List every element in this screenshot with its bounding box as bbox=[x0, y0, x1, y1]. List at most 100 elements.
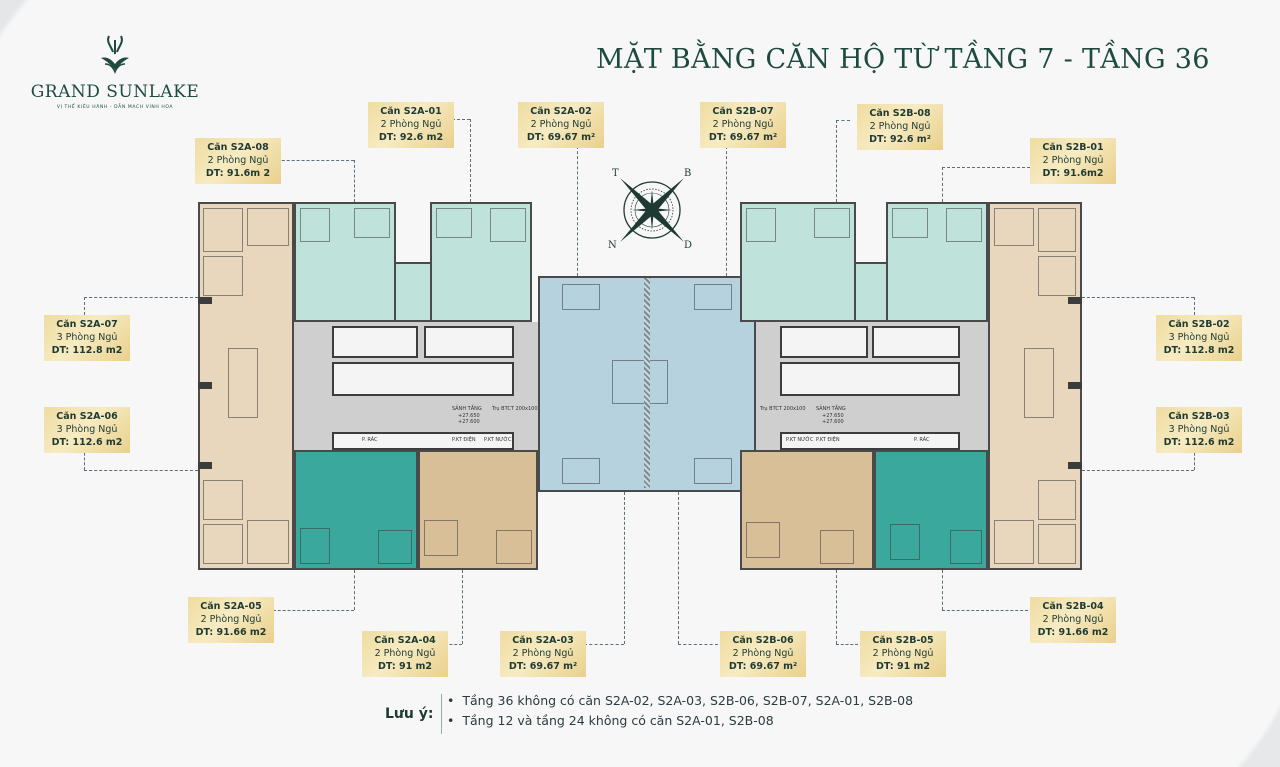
bedroom bbox=[354, 208, 390, 238]
unit-label-S2A-03[interactable]: Căn S2A-03 2 Phòng Ngủ DT: 69.67 m² bbox=[500, 631, 586, 677]
notes-divider bbox=[441, 694, 442, 734]
svg-text:B: B bbox=[684, 168, 691, 179]
unit-S2A-02-left[interactable] bbox=[430, 202, 532, 322]
bedroom bbox=[203, 480, 243, 520]
unit-S2B-07-right[interactable] bbox=[740, 202, 856, 322]
unit-code: Căn S2A-04 bbox=[374, 635, 436, 646]
unit-rooms: 2 Phòng Ngủ bbox=[872, 648, 934, 659]
unit-area: DT: 92.6 m2 bbox=[378, 132, 444, 143]
unit-area: DT: 92.6 m² bbox=[869, 134, 931, 145]
bedroom bbox=[203, 256, 243, 296]
unit-code: Căn S2A-05 bbox=[200, 601, 262, 612]
bedroom bbox=[203, 208, 243, 252]
unit-label-S2A-01[interactable]: Căn S2A-01 2 Phòng Ngủ DT: 92.6 m2 bbox=[368, 102, 454, 148]
unit-area: DT: 69.67 m² bbox=[508, 661, 578, 672]
unit-code: Căn S2A-06 bbox=[56, 411, 118, 422]
unit-S2B-08-ext bbox=[856, 262, 886, 322]
unit-label-S2B-04[interactable]: Căn S2B-04 2 Phòng Ngủ DT: 91.66 m2 bbox=[1030, 597, 1116, 643]
electric-room-label: P.KT ĐIỆN bbox=[816, 437, 840, 443]
unit-label-S2A-07[interactable]: Căn S2A-07 3 Phòng Ngủ DT: 112.8 m2 bbox=[44, 315, 130, 361]
unit-rooms: 2 Phòng Ngủ bbox=[1042, 614, 1104, 625]
unit-area: DT: 69.67 m² bbox=[526, 132, 596, 143]
level-mark: +27.600 bbox=[822, 419, 844, 425]
bedroom bbox=[1038, 480, 1076, 520]
trash-room-label: P. RÁC bbox=[362, 437, 378, 443]
trash-room-label: P. RÁC bbox=[914, 437, 930, 443]
lobby-label: SẢNH TẦNG bbox=[816, 406, 846, 412]
unit-rooms: 2 Phòng Ngủ bbox=[869, 121, 931, 132]
bedroom bbox=[490, 208, 526, 242]
unit-rooms: 2 Phòng Ngủ bbox=[200, 614, 262, 625]
lobby-label: SẢNH TẦNG bbox=[452, 406, 482, 412]
unit-area: DT: 112.6 m2 bbox=[1163, 437, 1235, 448]
bedroom bbox=[746, 208, 776, 242]
unit-label-S2A-04[interactable]: Căn S2A-04 2 Phòng Ngủ DT: 91 m2 bbox=[362, 631, 448, 677]
bedroom bbox=[746, 522, 780, 558]
unit-S2B-06-right[interactable] bbox=[740, 450, 874, 570]
stair bbox=[332, 326, 418, 358]
unit-label-S2A-05[interactable]: Căn S2A-05 2 Phòng Ngủ DT: 91.66 m2 bbox=[188, 597, 274, 643]
bedroom bbox=[1038, 256, 1076, 296]
note-item: Tầng 12 và tầng 24 không có căn S2A-01, … bbox=[447, 712, 1007, 732]
technical-rooms bbox=[332, 432, 514, 450]
column-note: Trụ BTCT 200x100 bbox=[760, 406, 806, 412]
unit-S2A-04[interactable] bbox=[418, 450, 538, 570]
unit-area: DT: 112.8 m2 bbox=[51, 345, 123, 356]
unit-label-S2B-06[interactable]: Căn S2B-06 2 Phòng Ngủ DT: 69.67 m² bbox=[720, 631, 806, 677]
unit-label-S2B-05[interactable]: Căn S2B-05 2 Phòng Ngủ DT: 91 m2 bbox=[860, 631, 946, 677]
unit-code: Căn S2A-03 bbox=[512, 635, 574, 646]
bedroom bbox=[378, 530, 412, 564]
notes-label: Lưu ý: bbox=[385, 706, 434, 722]
bathroom-core bbox=[228, 348, 258, 418]
unit-label-S2B-01[interactable]: Căn S2B-01 2 Phòng Ngủ DT: 91.6m2 bbox=[1030, 138, 1116, 184]
bedroom bbox=[994, 520, 1034, 564]
electric-room-label: P.KT ĐIỆN bbox=[452, 437, 476, 443]
unit-area: DT: 91 m2 bbox=[378, 661, 432, 672]
unit-rooms: 3 Phòng Ngủ bbox=[56, 332, 118, 343]
unit-rooms: 2 Phòng Ngủ bbox=[1042, 155, 1104, 166]
unit-label-S2B-02[interactable]: Căn S2B-02 3 Phòng Ngủ DT: 112.8 m2 bbox=[1156, 315, 1242, 361]
unit-S2A-05[interactable] bbox=[294, 450, 418, 570]
unit-rooms: 3 Phòng Ngủ bbox=[56, 424, 118, 435]
unit-area: DT: 112.6 m2 bbox=[51, 437, 123, 448]
unit-S2B-08[interactable] bbox=[886, 202, 988, 322]
unit-area: DT: 91 m2 bbox=[876, 661, 930, 672]
water-room-label: P.KT NƯỚC bbox=[786, 437, 814, 443]
unit-rooms: 2 Phòng Ngủ bbox=[380, 119, 442, 130]
unit-S2B-05[interactable] bbox=[874, 450, 988, 570]
bedroom bbox=[247, 520, 289, 564]
level-mark: +27.600 bbox=[458, 419, 480, 425]
column-note: Trụ BTCT 200x100 bbox=[492, 406, 538, 412]
unit-label-S2A-06[interactable]: Căn S2A-06 3 Phòng Ngủ DT: 112.6 m2 bbox=[44, 407, 130, 453]
brand-tagline: VỊ THẾ KIÊU HÃNH - DẪN MẠCH VINH HOA bbox=[56, 105, 174, 110]
bedroom bbox=[562, 458, 600, 484]
bedroom bbox=[820, 530, 854, 564]
bedroom bbox=[946, 208, 982, 242]
level-mark: +27.650 bbox=[822, 413, 844, 419]
unit-label-S2A-02[interactable]: Căn S2A-02 2 Phòng Ngủ DT: 69.67 m² bbox=[518, 102, 604, 148]
unit-code: Căn S2B-03 bbox=[1168, 411, 1230, 422]
unit-rooms: 2 Phòng Ngủ bbox=[207, 155, 269, 166]
bedroom bbox=[300, 208, 330, 242]
unit-code: Căn S2B-07 bbox=[712, 106, 774, 117]
bedroom bbox=[424, 520, 458, 556]
unit-area: DT: 91.66 m2 bbox=[1037, 627, 1109, 638]
unit-label-S2B-08[interactable]: Căn S2B-08 2 Phòng Ngủ DT: 92.6 m² bbox=[857, 104, 943, 150]
bedroom bbox=[496, 530, 532, 564]
unit-code: Căn S2B-05 bbox=[872, 635, 934, 646]
unit-label-S2B-07[interactable]: Căn S2B-07 2 Phòng Ngủ DT: 69.67 m² bbox=[700, 102, 786, 148]
unit-label-S2B-03[interactable]: Căn S2B-03 3 Phòng Ngủ DT: 112.6 m2 bbox=[1156, 407, 1242, 453]
unit-area: DT: 91.6m 2 bbox=[205, 168, 271, 179]
unit-S2A-01[interactable] bbox=[294, 202, 396, 322]
svg-text:D: D bbox=[684, 240, 692, 251]
bedroom bbox=[436, 208, 472, 238]
unit-rooms: 2 Phòng Ngủ bbox=[512, 648, 574, 659]
elevators bbox=[332, 362, 514, 396]
divider-wall bbox=[644, 278, 650, 488]
level-mark: +27.650 bbox=[458, 413, 480, 419]
bedroom bbox=[247, 208, 289, 246]
unit-S2A-01-ext bbox=[396, 262, 430, 322]
bedroom bbox=[1038, 208, 1076, 252]
technical-rooms bbox=[780, 432, 960, 450]
unit-label-S2A-08[interactable]: Căn S2A-08 2 Phòng Ngủ DT: 91.6m 2 bbox=[195, 138, 281, 184]
